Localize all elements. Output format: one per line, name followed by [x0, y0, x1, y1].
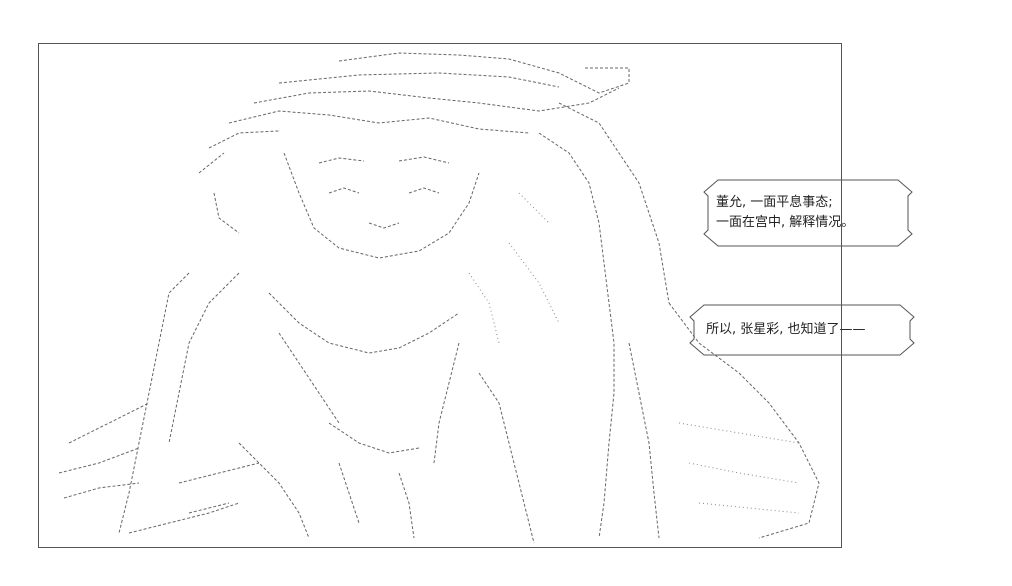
- speech-bubble-2-outline: [689, 304, 915, 356]
- speech-bubble-2: 所以, 张星彩, 也知道了——: [689, 304, 915, 356]
- ascii-art-figure: [58, 52, 820, 544]
- speech-bubble-1-outline: [703, 179, 913, 247]
- panel-bottom-border: [39, 547, 841, 548]
- speech-bubble-2-line-1: 所以, 张星彩, 也知道了——: [706, 322, 866, 337]
- speech-bubble-1-line-1: 董允, 一面平息事态;: [716, 195, 833, 210]
- panel-top-border: [39, 43, 841, 44]
- speech-bubble-1: 董允, 一面平息事态; 一面在宫中, 解释情况。: [703, 179, 913, 247]
- speech-bubble-1-line-2: 一面在宫中, 解释情况。: [716, 215, 855, 230]
- panel-frame: [38, 43, 842, 548]
